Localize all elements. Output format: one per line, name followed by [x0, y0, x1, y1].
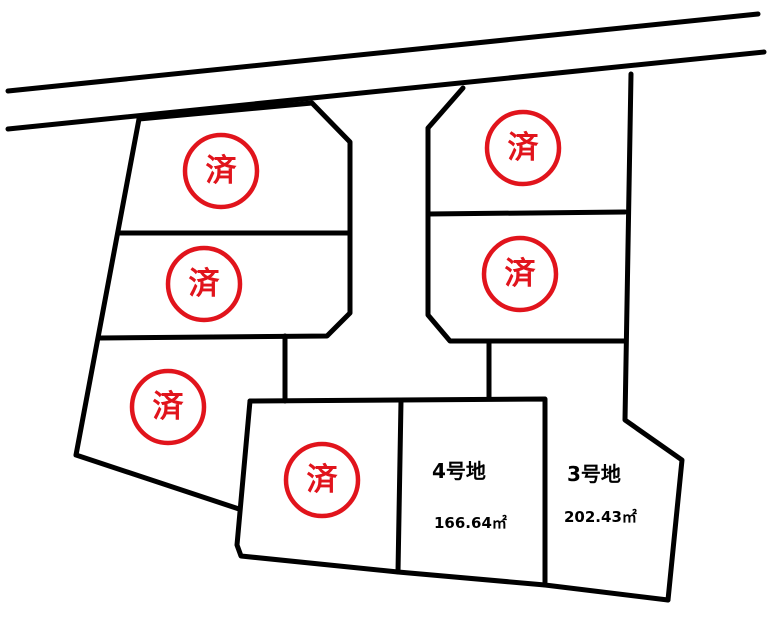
- sold-stamp-ring: [182, 132, 260, 210]
- lot-3[interactable]: 3号地 202.43㎡: [564, 462, 637, 526]
- sold-stamp-ring: [165, 245, 243, 323]
- sold-stamp-text: 済: [505, 256, 537, 292]
- sold-stamp-text: 済: [307, 462, 339, 498]
- lot-boundary-left-top: [136, 100, 353, 236]
- lot-3-area: 202.43㎡: [564, 508, 637, 526]
- sold-stamp-text: 済: [189, 266, 221, 302]
- road-edge-lower: [5, 49, 767, 132]
- sold-stamp-ring: [484, 109, 562, 187]
- sold-stamp-ring: [129, 368, 207, 446]
- sold-stamp: 済: [283, 441, 361, 519]
- lot-boundary-right-top: [425, 85, 628, 344]
- lot-boundary-left-inner: [97, 230, 353, 341]
- lot-boundary-bottom-divider: [395, 398, 404, 575]
- lot-3-label: 3号地: [567, 462, 621, 486]
- lot-4-label: 4号地: [432, 459, 486, 483]
- left-lot-block: [73, 100, 353, 512]
- sold-stamp-ring: [283, 441, 361, 519]
- lot-4[interactable]: 4号地 166.64㎡: [432, 459, 507, 532]
- lot-boundary-bottom-outer: [247, 396, 671, 603]
- sold-stamp-text: 済: [508, 130, 540, 166]
- sold-stamp-text: 済: [206, 153, 238, 189]
- lot-boundary-bottom-left: [234, 398, 548, 588]
- lot-boundary-right-outer: [622, 71, 685, 603]
- right-lot-block: [425, 71, 685, 603]
- lot-4-area: 166.64㎡: [434, 514, 507, 532]
- sold-stamp: 済: [182, 132, 260, 210]
- sold-stamp: 済: [484, 109, 562, 187]
- sold-stamp: 済: [165, 245, 243, 323]
- road: [5, 11, 767, 132]
- bottom-lot-block: [234, 396, 671, 603]
- lot-boundary-right-divider: [425, 209, 628, 217]
- lot-boundary-left-outer: [73, 116, 242, 512]
- sold-stamp: 済: [129, 368, 207, 446]
- sold-stamp-ring: [481, 235, 559, 313]
- road-edge-upper: [5, 11, 761, 94]
- sold-stamp: 済: [481, 235, 559, 313]
- sold-stamp-text: 済: [153, 389, 185, 425]
